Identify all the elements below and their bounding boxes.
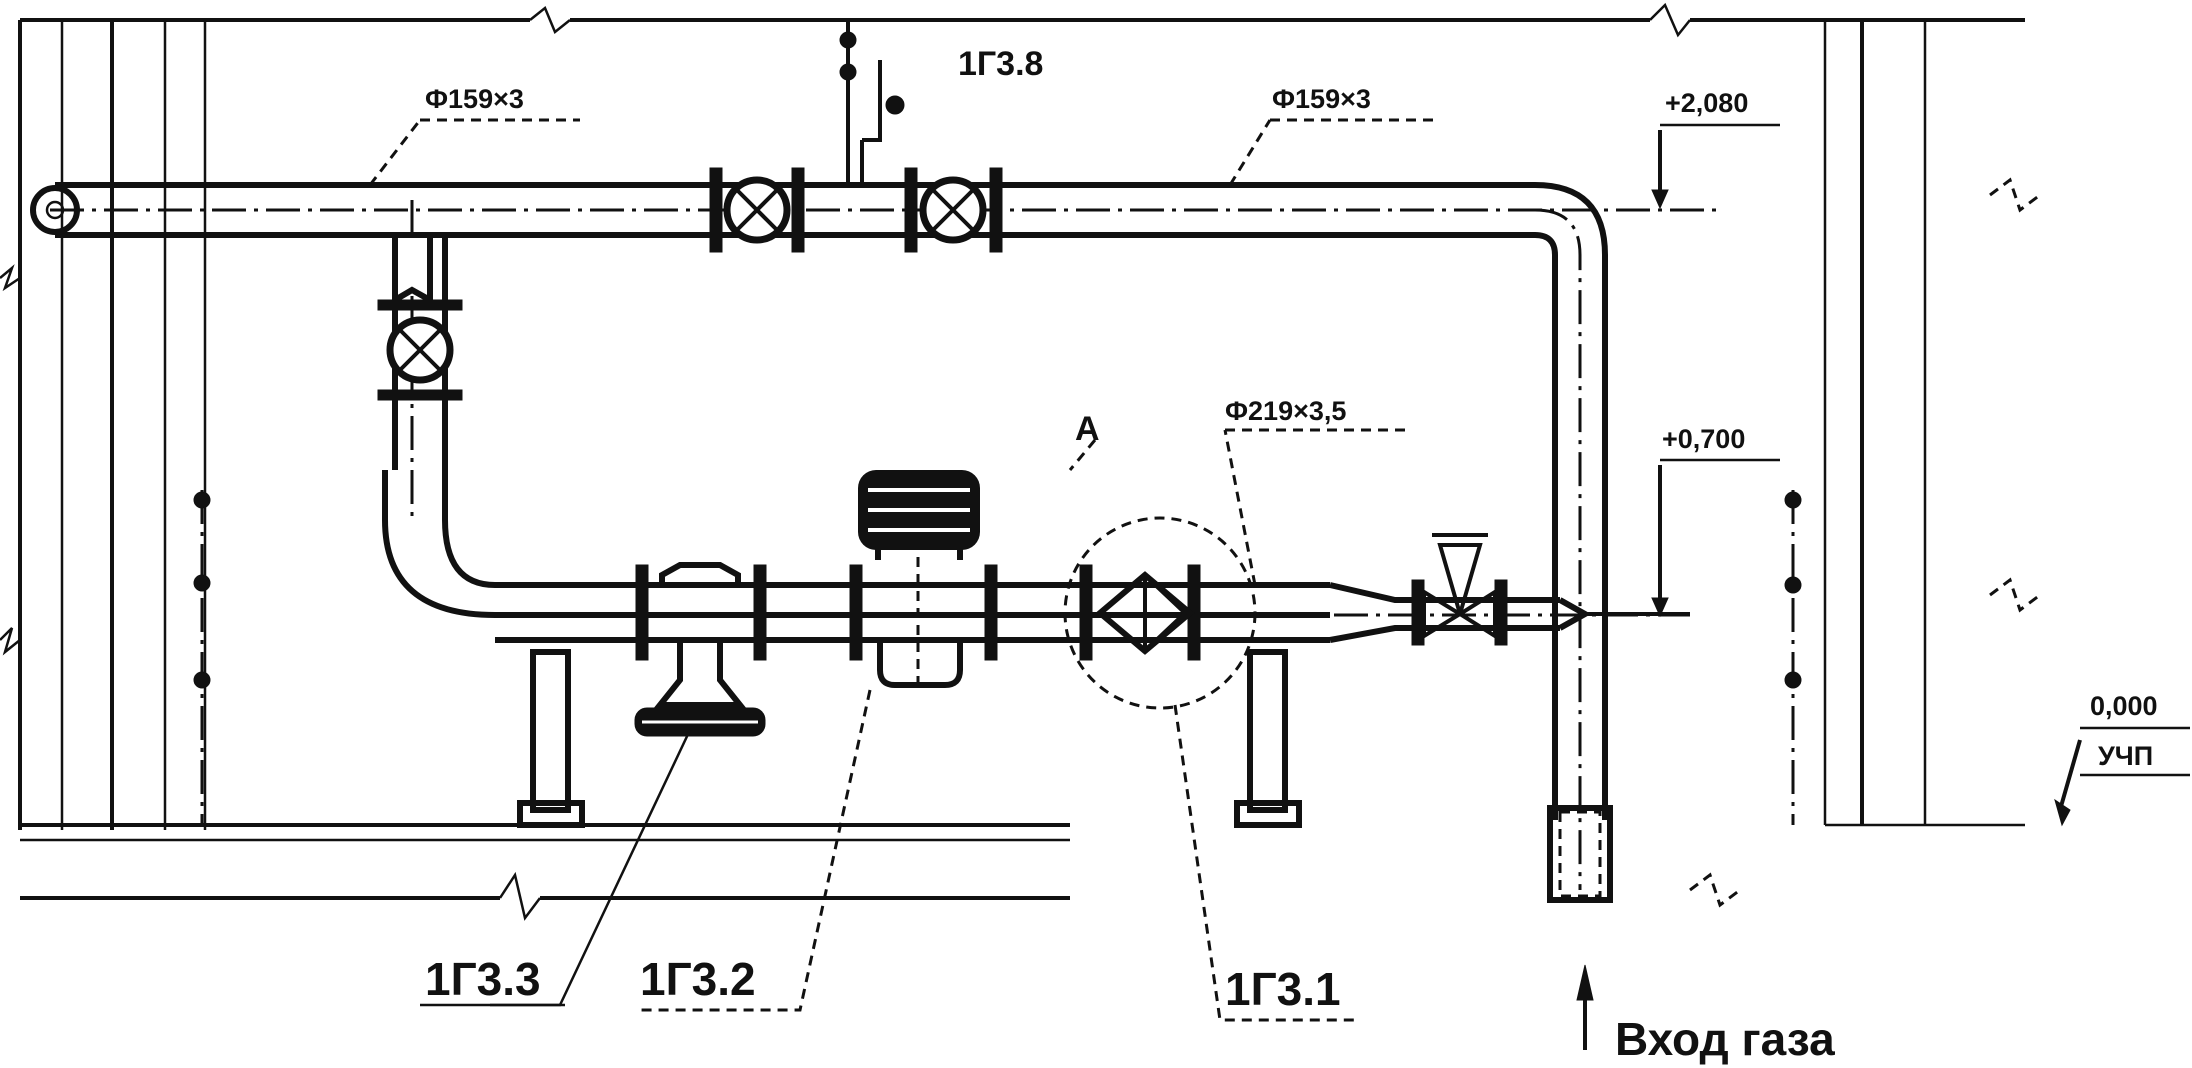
label-elev-top: +2,080 <box>1665 88 1748 118</box>
leader-lines <box>368 118 1435 1022</box>
label-elev-ground: 0,000 <box>2090 691 2158 721</box>
end-valve <box>1422 533 1497 640</box>
label-gas-inlet: Вход газа <box>1615 1013 1835 1065</box>
safety-device-1g31 <box>1063 516 1257 710</box>
regulator-1g32 <box>858 470 980 690</box>
pipe-supports <box>517 649 1302 828</box>
vent-line-1g38 <box>839 20 905 185</box>
left-drop-pipe <box>377 232 1330 618</box>
wall-markers <box>193 491 1802 689</box>
label-elev-mid: +0,700 <box>1662 424 1745 454</box>
label-1g31: 1Г3.1 <box>1225 963 1341 1015</box>
label-1g32: 1Г3.2 <box>640 953 756 1005</box>
label-1g38: 1Г3.8 <box>958 45 1043 83</box>
label-lower-pipe: Ф219×3,5 <box>1225 396 1346 426</box>
upper-gate-valve-2 <box>904 167 1003 253</box>
label-top-pipe-right: Ф159×3 <box>1272 84 1371 114</box>
label-ground-mark: УЧП <box>2098 741 2153 771</box>
elevation-marks <box>1585 123 2190 827</box>
label-top-pipe-left: Ф159×3 <box>425 84 524 114</box>
label-detail-a: А <box>1075 410 1100 448</box>
filter-1g33 <box>634 562 766 737</box>
building-frame <box>0 2 2041 921</box>
upper-gate-valve-1 <box>709 167 805 253</box>
upper-pipe <box>30 182 1613 903</box>
gas-inlet-arrow <box>1576 964 1594 1050</box>
label-1g33: 1Г3.3 <box>425 953 541 1005</box>
